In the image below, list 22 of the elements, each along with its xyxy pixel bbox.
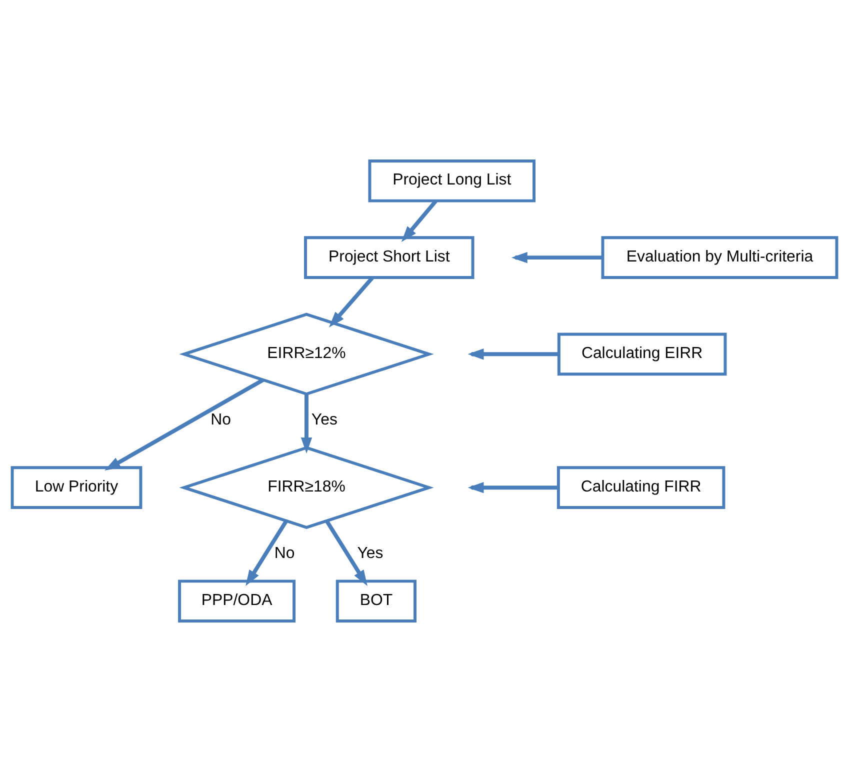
edge-label: No — [210, 412, 232, 429]
arrow — [329, 276, 374, 328]
node-box: PPP/ODA — [178, 580, 296, 622]
node-box: Project Short List — [304, 236, 474, 279]
arrow — [246, 520, 288, 586]
arrow — [401, 200, 438, 242]
node-diamond: FIRR≥18% — [179, 446, 434, 529]
arrow — [325, 520, 368, 586]
arrow — [511, 252, 602, 264]
arrow — [300, 394, 312, 454]
node-box: Low Priority — [10, 466, 142, 509]
node-box: Evaluation by Multi-criteria — [601, 236, 838, 279]
edge-label: Yes — [357, 545, 384, 562]
arrow — [104, 378, 264, 471]
edge-label: No — [274, 545, 295, 562]
node-box: Project Long List — [368, 160, 536, 202]
node-box: Calculating EIRR — [557, 332, 727, 376]
node-box: Calculating FIRR — [556, 466, 726, 509]
arrow — [468, 482, 558, 494]
edge-label: Yes — [311, 412, 338, 429]
node-box: BOT — [336, 580, 417, 622]
arrow — [468, 348, 559, 360]
